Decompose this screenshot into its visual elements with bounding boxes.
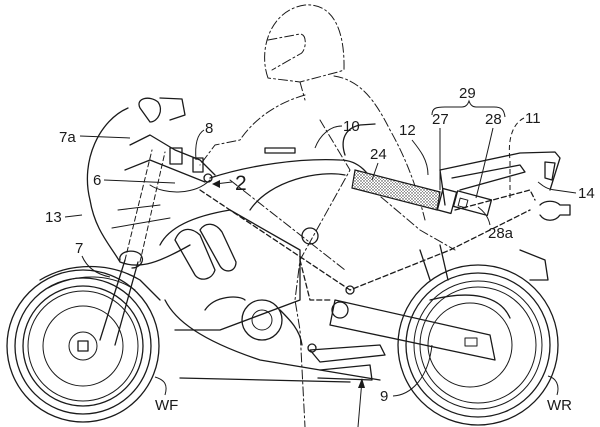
label-6: 6 <box>93 172 101 189</box>
windscreen <box>86 107 129 201</box>
label-27: 27 <box>432 111 449 128</box>
label-7: 7 <box>75 240 83 257</box>
rear-wheel <box>397 264 559 426</box>
footrest <box>309 344 386 363</box>
label-WF: WF <box>155 397 178 414</box>
label-8: 8 <box>205 120 213 137</box>
label-13: 13 <box>45 209 62 226</box>
label-7a: 7a <box>59 129 76 146</box>
label-2: 2 <box>235 172 247 195</box>
chain-cover <box>429 294 511 319</box>
label-24: 24 <box>370 146 387 163</box>
rider-thigh <box>354 174 456 251</box>
front-axle <box>77 340 89 352</box>
label-29: 29 <box>459 85 476 102</box>
reference-labels: 7a 8 6 2 13 7 10 12 24 29 27 28 11 14 28… <box>45 85 595 414</box>
engine-cover <box>241 299 283 341</box>
tail-cowl <box>439 151 561 191</box>
rider-helmet <box>264 4 345 83</box>
buckle-receiver <box>452 190 493 217</box>
mirror <box>138 97 162 123</box>
rider-reach <box>229 179 346 271</box>
label-9: 9 <box>380 388 388 405</box>
front-fairing <box>89 199 191 266</box>
muffler <box>519 249 549 281</box>
lower-fairing <box>164 299 381 381</box>
belt-buckle <box>436 187 458 215</box>
label-14: 14 <box>578 185 595 202</box>
label-12: 12 <box>399 122 416 139</box>
label-10: 10 <box>343 118 360 135</box>
label-28a: 28a <box>488 225 514 242</box>
side-fairing <box>159 209 301 331</box>
front-fender <box>39 265 161 301</box>
pivot <box>345 285 355 295</box>
front-fork <box>99 259 139 346</box>
belt <box>351 169 441 211</box>
front-wheel <box>6 269 160 423</box>
fork-clamp <box>119 250 144 269</box>
swing-arm <box>329 299 496 361</box>
helmet-visor <box>267 33 306 71</box>
main-frame <box>199 189 531 291</box>
bracket-29 <box>431 99 506 118</box>
label-11: 11 <box>525 110 541 127</box>
fairing-vent <box>174 228 216 280</box>
fuel-cap <box>301 227 319 245</box>
tail-light <box>544 161 556 181</box>
handlebar-assembly <box>124 134 216 193</box>
label-WR: WR <box>547 397 572 414</box>
rider-arm <box>199 94 306 166</box>
turn-signal <box>539 200 571 221</box>
label-28: 28 <box>485 111 502 128</box>
rider-outline <box>199 4 456 427</box>
